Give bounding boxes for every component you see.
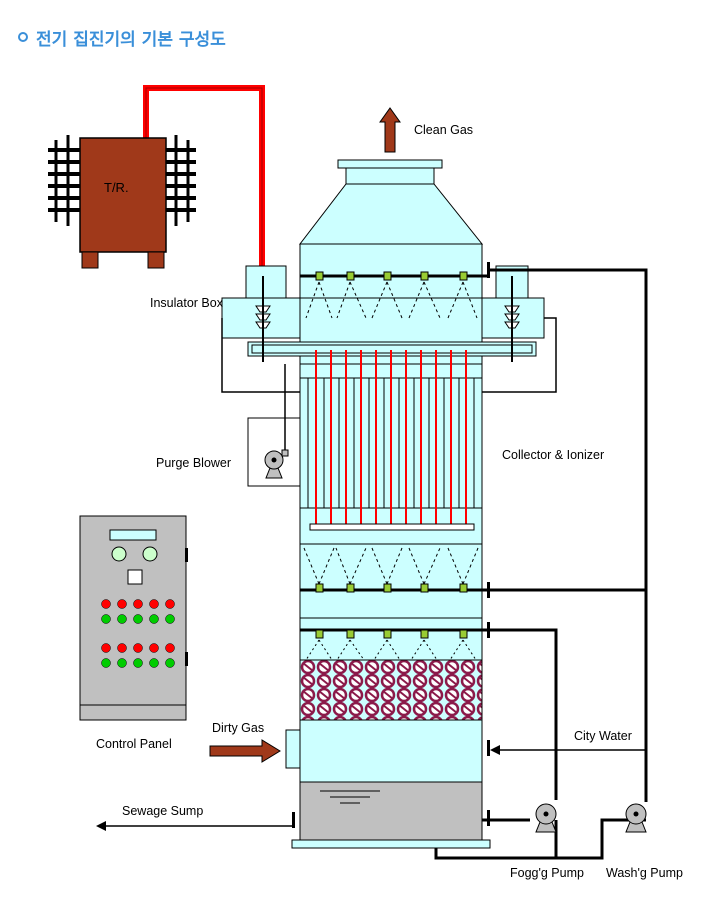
purge-blower-icon [264, 449, 289, 479]
lower-electrode-frame [309, 523, 475, 531]
fogging-pump-icon [535, 803, 557, 833]
piping [434, 268, 648, 860]
fog-nozzles [315, 629, 468, 639]
collector-ionizer-label: Collector & Ionizer [502, 448, 604, 462]
hv-cable [143, 85, 265, 268]
dirty-gas-label: Dirty Gas [212, 721, 264, 735]
insulator-box-label: Insulator Box [150, 296, 224, 310]
transformer: T/R. [48, 135, 196, 269]
fog-spray [305, 639, 477, 661]
mid-spray [303, 547, 479, 585]
dirty-gas-arrow [209, 739, 281, 763]
title-row: 전기 집진기의 기본 구성도 [18, 26, 226, 50]
page-title: 전기 집진기의 기본 구성도 [36, 29, 226, 50]
transformer-label: T/R. [104, 180, 129, 195]
city-water-label: City Water [574, 729, 632, 743]
sump [299, 781, 483, 841]
control-panel [79, 515, 188, 721]
outlet-flange [337, 159, 443, 169]
ionizer-electrodes [315, 350, 467, 524]
washing-pump-icon [625, 803, 647, 833]
outlet-neck [345, 167, 435, 185]
outlet-hood [298, 183, 484, 245]
transformer-body [79, 137, 167, 253]
sewage-sump-label: Sewage Sump [122, 804, 203, 818]
sump-base [291, 839, 491, 849]
upper-spray [305, 281, 478, 319]
control-panel-label: Control Panel [96, 737, 172, 751]
clean-gas-arrow [379, 107, 401, 153]
clean-gas-label: Clean Gas [414, 123, 473, 137]
upper-nozzles [315, 271, 468, 281]
title-bullet-icon [18, 32, 28, 42]
packing-bed [299, 659, 483, 721]
mid-nozzles [315, 583, 468, 593]
panel-display [109, 529, 157, 541]
purge-blower-label: Purge Blower [156, 456, 231, 470]
fogging-pump-label: Fogg'g Pump [510, 866, 584, 880]
washing-pump-label: Wash'g Pump [606, 866, 683, 880]
water-level-icon [320, 790, 380, 804]
inlet-duct [285, 729, 301, 769]
